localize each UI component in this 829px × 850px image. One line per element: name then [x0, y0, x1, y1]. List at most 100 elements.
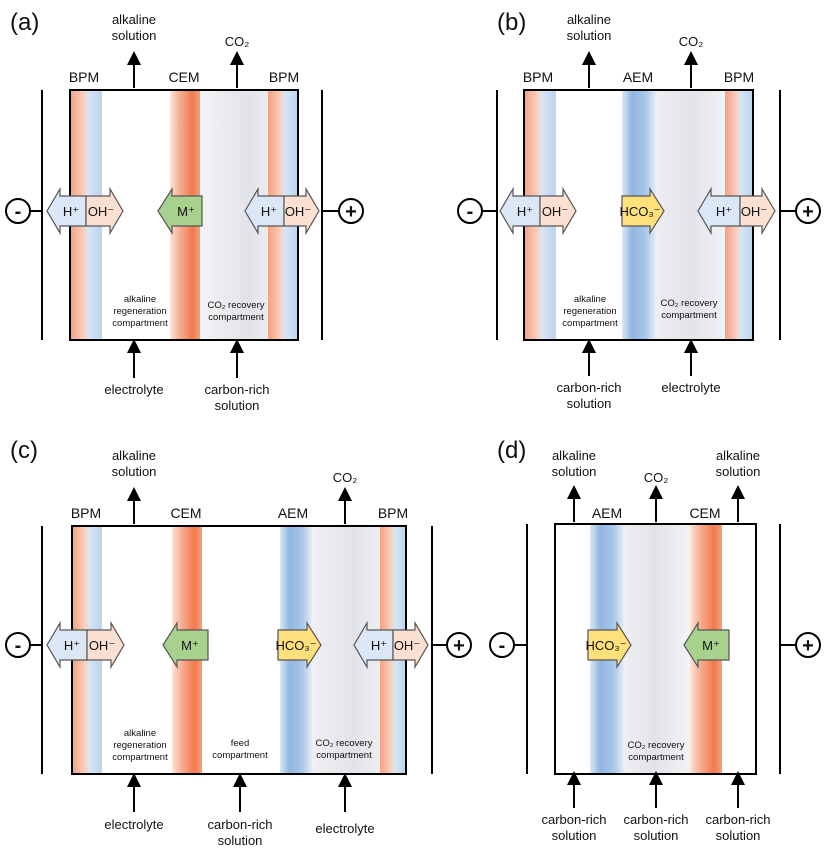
svg-text:+: +: [802, 201, 814, 223]
compartment-label: compartment: [562, 318, 618, 329]
compartment-label: regeneration: [563, 306, 616, 317]
svg-text:HCO₃⁻: HCO₃⁻: [619, 204, 660, 219]
output-label: CO₂: [679, 34, 704, 49]
plus-electrode-icon: +: [446, 632, 472, 658]
svg-text:-: -: [15, 635, 22, 657]
hydroxide-ion-arrow: OH⁻: [739, 186, 776, 236]
svg-text:M⁺: M⁺: [181, 638, 199, 653]
svg-text:H⁺: H⁺: [716, 204, 732, 219]
svg-text:M⁺: M⁺: [702, 638, 720, 653]
minus-electrode-icon: -: [457, 198, 483, 224]
output-label: alkaline: [552, 448, 596, 463]
plus-electrode-icon: +: [795, 198, 821, 224]
input-label: solution: [552, 828, 597, 843]
minus-electrode-icon: -: [489, 632, 515, 658]
membrane-label: CEM: [168, 69, 199, 85]
compartment-label: compartment: [208, 312, 264, 323]
svg-text:H⁺: H⁺: [371, 638, 387, 653]
panel-d: (d) - + AEM CEM alkaline solution CO₂ al…: [489, 437, 821, 843]
compartment-label: alkaline: [124, 294, 156, 305]
membrane-label: BPM: [269, 69, 299, 85]
membrane-label: CEM: [689, 505, 720, 521]
hydroxide-ion-arrow: OH⁻: [539, 186, 577, 236]
compartment-label: compartment: [112, 318, 168, 329]
plus-electrode-icon: +: [338, 198, 364, 224]
output-label: CO₂: [333, 470, 358, 485]
svg-text:OH⁻: OH⁻: [542, 204, 568, 219]
compartment-label: CO₂ recovery: [207, 300, 264, 311]
output-label: solution: [112, 28, 157, 43]
input-label: carbon-rich: [204, 382, 269, 397]
cation-ion-arrow: M⁺: [157, 186, 203, 236]
svg-text:H⁺: H⁺: [64, 638, 80, 653]
svg-text:OH⁻: OH⁻: [89, 638, 115, 653]
membrane-label: BPM: [71, 505, 101, 521]
membrane-label: AEM: [592, 505, 622, 521]
plus-electrode-icon: +: [795, 632, 821, 658]
membrane-label: CEM: [170, 505, 201, 521]
input-label: carbon-rich: [556, 380, 621, 395]
svg-text:+: +: [453, 635, 465, 657]
input-label: solution: [218, 833, 263, 848]
svg-text:OH⁻: OH⁻: [285, 204, 311, 219]
input-label: electrolyte: [104, 817, 163, 832]
proton-ion-arrow: H⁺: [46, 620, 88, 670]
panel-b: (b) - + BPM AEM BPM alkaline solution CO…: [457, 9, 821, 411]
hydroxide-ion-arrow: OH⁻: [86, 620, 125, 670]
compartment-label: alkaline: [574, 294, 606, 305]
minus-electrode-icon: -: [5, 198, 31, 224]
compartment-label: regeneration: [113, 740, 166, 751]
svg-text:-: -: [499, 635, 506, 657]
compartment-label: CO₂ recovery: [315, 738, 372, 749]
svg-text:OH⁻: OH⁻: [88, 204, 114, 219]
svg-text:H⁺: H⁺: [261, 204, 277, 219]
input-label: carbon-rich: [705, 812, 770, 827]
compartment-label: compartment: [112, 752, 168, 763]
input-label: carbon-rich: [207, 817, 272, 832]
svg-text:H⁺: H⁺: [63, 204, 79, 219]
proton-ion-arrow: H⁺: [46, 186, 87, 236]
membrane-label: BPM: [724, 69, 754, 85]
svg-text:OH⁻: OH⁻: [394, 638, 420, 653]
output-label: CO₂: [644, 470, 669, 485]
panel-label: (a): [10, 9, 39, 36]
input-label: solution: [716, 828, 761, 843]
input-label: carbon-rich: [541, 812, 606, 827]
output-label: CO₂: [225, 34, 250, 49]
input-label: solution: [567, 396, 612, 411]
panel-label: (d): [497, 437, 526, 464]
compartment-label: CO₂ recovery: [627, 740, 684, 751]
output-label: solution: [552, 464, 597, 479]
membrane-label: AEM: [623, 69, 653, 85]
proton-ion-arrow: H⁺: [499, 186, 541, 236]
svg-text:M⁺: M⁺: [177, 204, 195, 219]
output-label: solution: [112, 464, 157, 479]
output-label: alkaline: [112, 448, 156, 463]
compartment-label: compartment: [628, 752, 684, 763]
input-label: electrolyte: [661, 380, 720, 395]
membrane-label: BPM: [378, 505, 408, 521]
bicarbonate-ion-arrow: HCO₃⁻: [619, 186, 665, 236]
minus-electrode-icon: -: [5, 632, 31, 658]
hydroxide-ion-arrow: OH⁻: [85, 186, 124, 236]
compartment-label: alkaline: [124, 728, 156, 739]
cation-ion-arrow: M⁺: [162, 620, 209, 670]
compartment-label: compartment: [661, 310, 717, 321]
input-label: electrolyte: [104, 382, 163, 397]
input-label: electrolyte: [315, 821, 374, 836]
panel-a: (a) - + BPM CEM BPM alkaline solution CO…: [5, 9, 364, 413]
proton-ion-arrow: H⁺: [244, 186, 285, 236]
panel-label: (c): [10, 437, 38, 464]
bicarbonate-ion-arrow: HCO₃⁻: [585, 620, 632, 670]
compartment-label: feed: [231, 738, 250, 749]
membrane-label: BPM: [69, 69, 99, 85]
bicarbonate-ion-arrow: HCO₃⁻: [275, 620, 322, 670]
compartment-label: regeneration: [113, 306, 166, 317]
proton-ion-arrow: H⁺: [697, 186, 741, 236]
svg-text:H⁺: H⁺: [517, 204, 533, 219]
input-label: carbon-rich: [623, 812, 688, 827]
svg-text:HCO₃⁻: HCO₃⁻: [275, 638, 316, 653]
svg-text:HCO₃⁻: HCO₃⁻: [585, 638, 626, 653]
panel-c: (c) - + BPM CEM AEM BPM alkaline solutio…: [5, 437, 472, 848]
